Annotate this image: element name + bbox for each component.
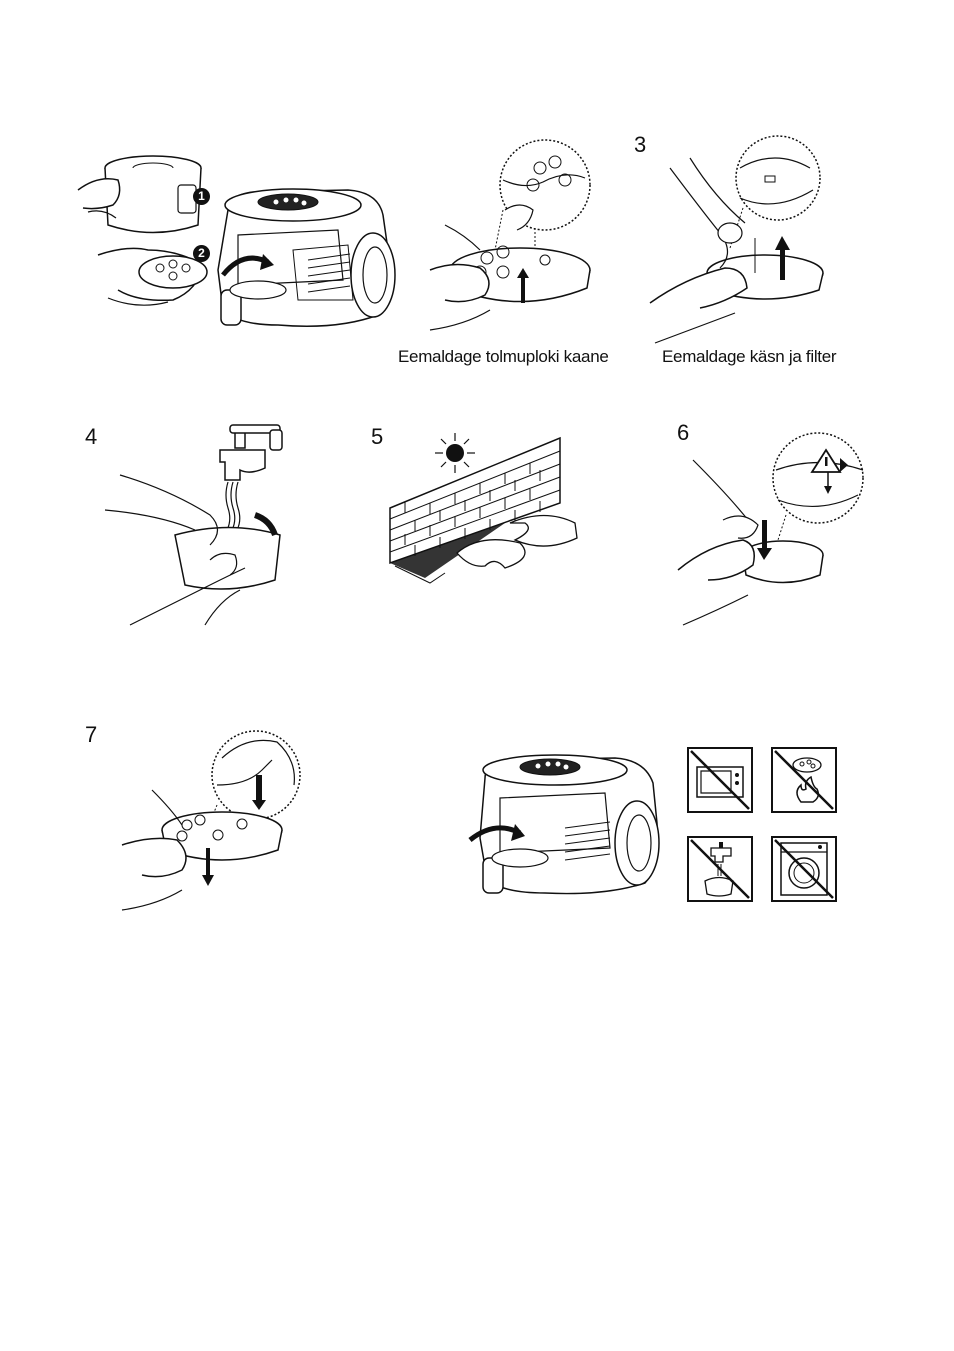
step-number-7: 7 xyxy=(85,722,97,748)
badge-1: 1 xyxy=(193,188,210,205)
illustration-remove-sponge-filter xyxy=(645,138,835,343)
illustration-reinsert-filter xyxy=(668,430,873,625)
no-microwave-icon xyxy=(687,747,753,813)
illustration-wash-filter xyxy=(100,420,295,625)
illustration-remove-dustbin xyxy=(78,150,393,340)
no-water-tap-icon xyxy=(687,836,753,902)
illustration-reinstall-cover xyxy=(122,730,302,915)
caption-remove-sponge-filter: Eemaldage käsn ja filter xyxy=(662,347,836,367)
caption-remove-cover: Eemaldage tolmuploki kaane xyxy=(398,347,609,367)
illustration-dry-in-shade xyxy=(385,428,585,588)
step-number-5: 5 xyxy=(371,424,383,450)
badge-1-text: 1 xyxy=(198,189,205,203)
illustration-reinsert-dustbin xyxy=(465,748,660,898)
no-fire-icon xyxy=(771,747,837,813)
badge-2: 2 xyxy=(193,245,210,262)
step-number-4: 4 xyxy=(85,424,97,450)
badge-2-text: 2 xyxy=(198,246,205,260)
illustration-remove-cover xyxy=(425,140,595,335)
no-washing-machine-icon xyxy=(771,836,837,902)
